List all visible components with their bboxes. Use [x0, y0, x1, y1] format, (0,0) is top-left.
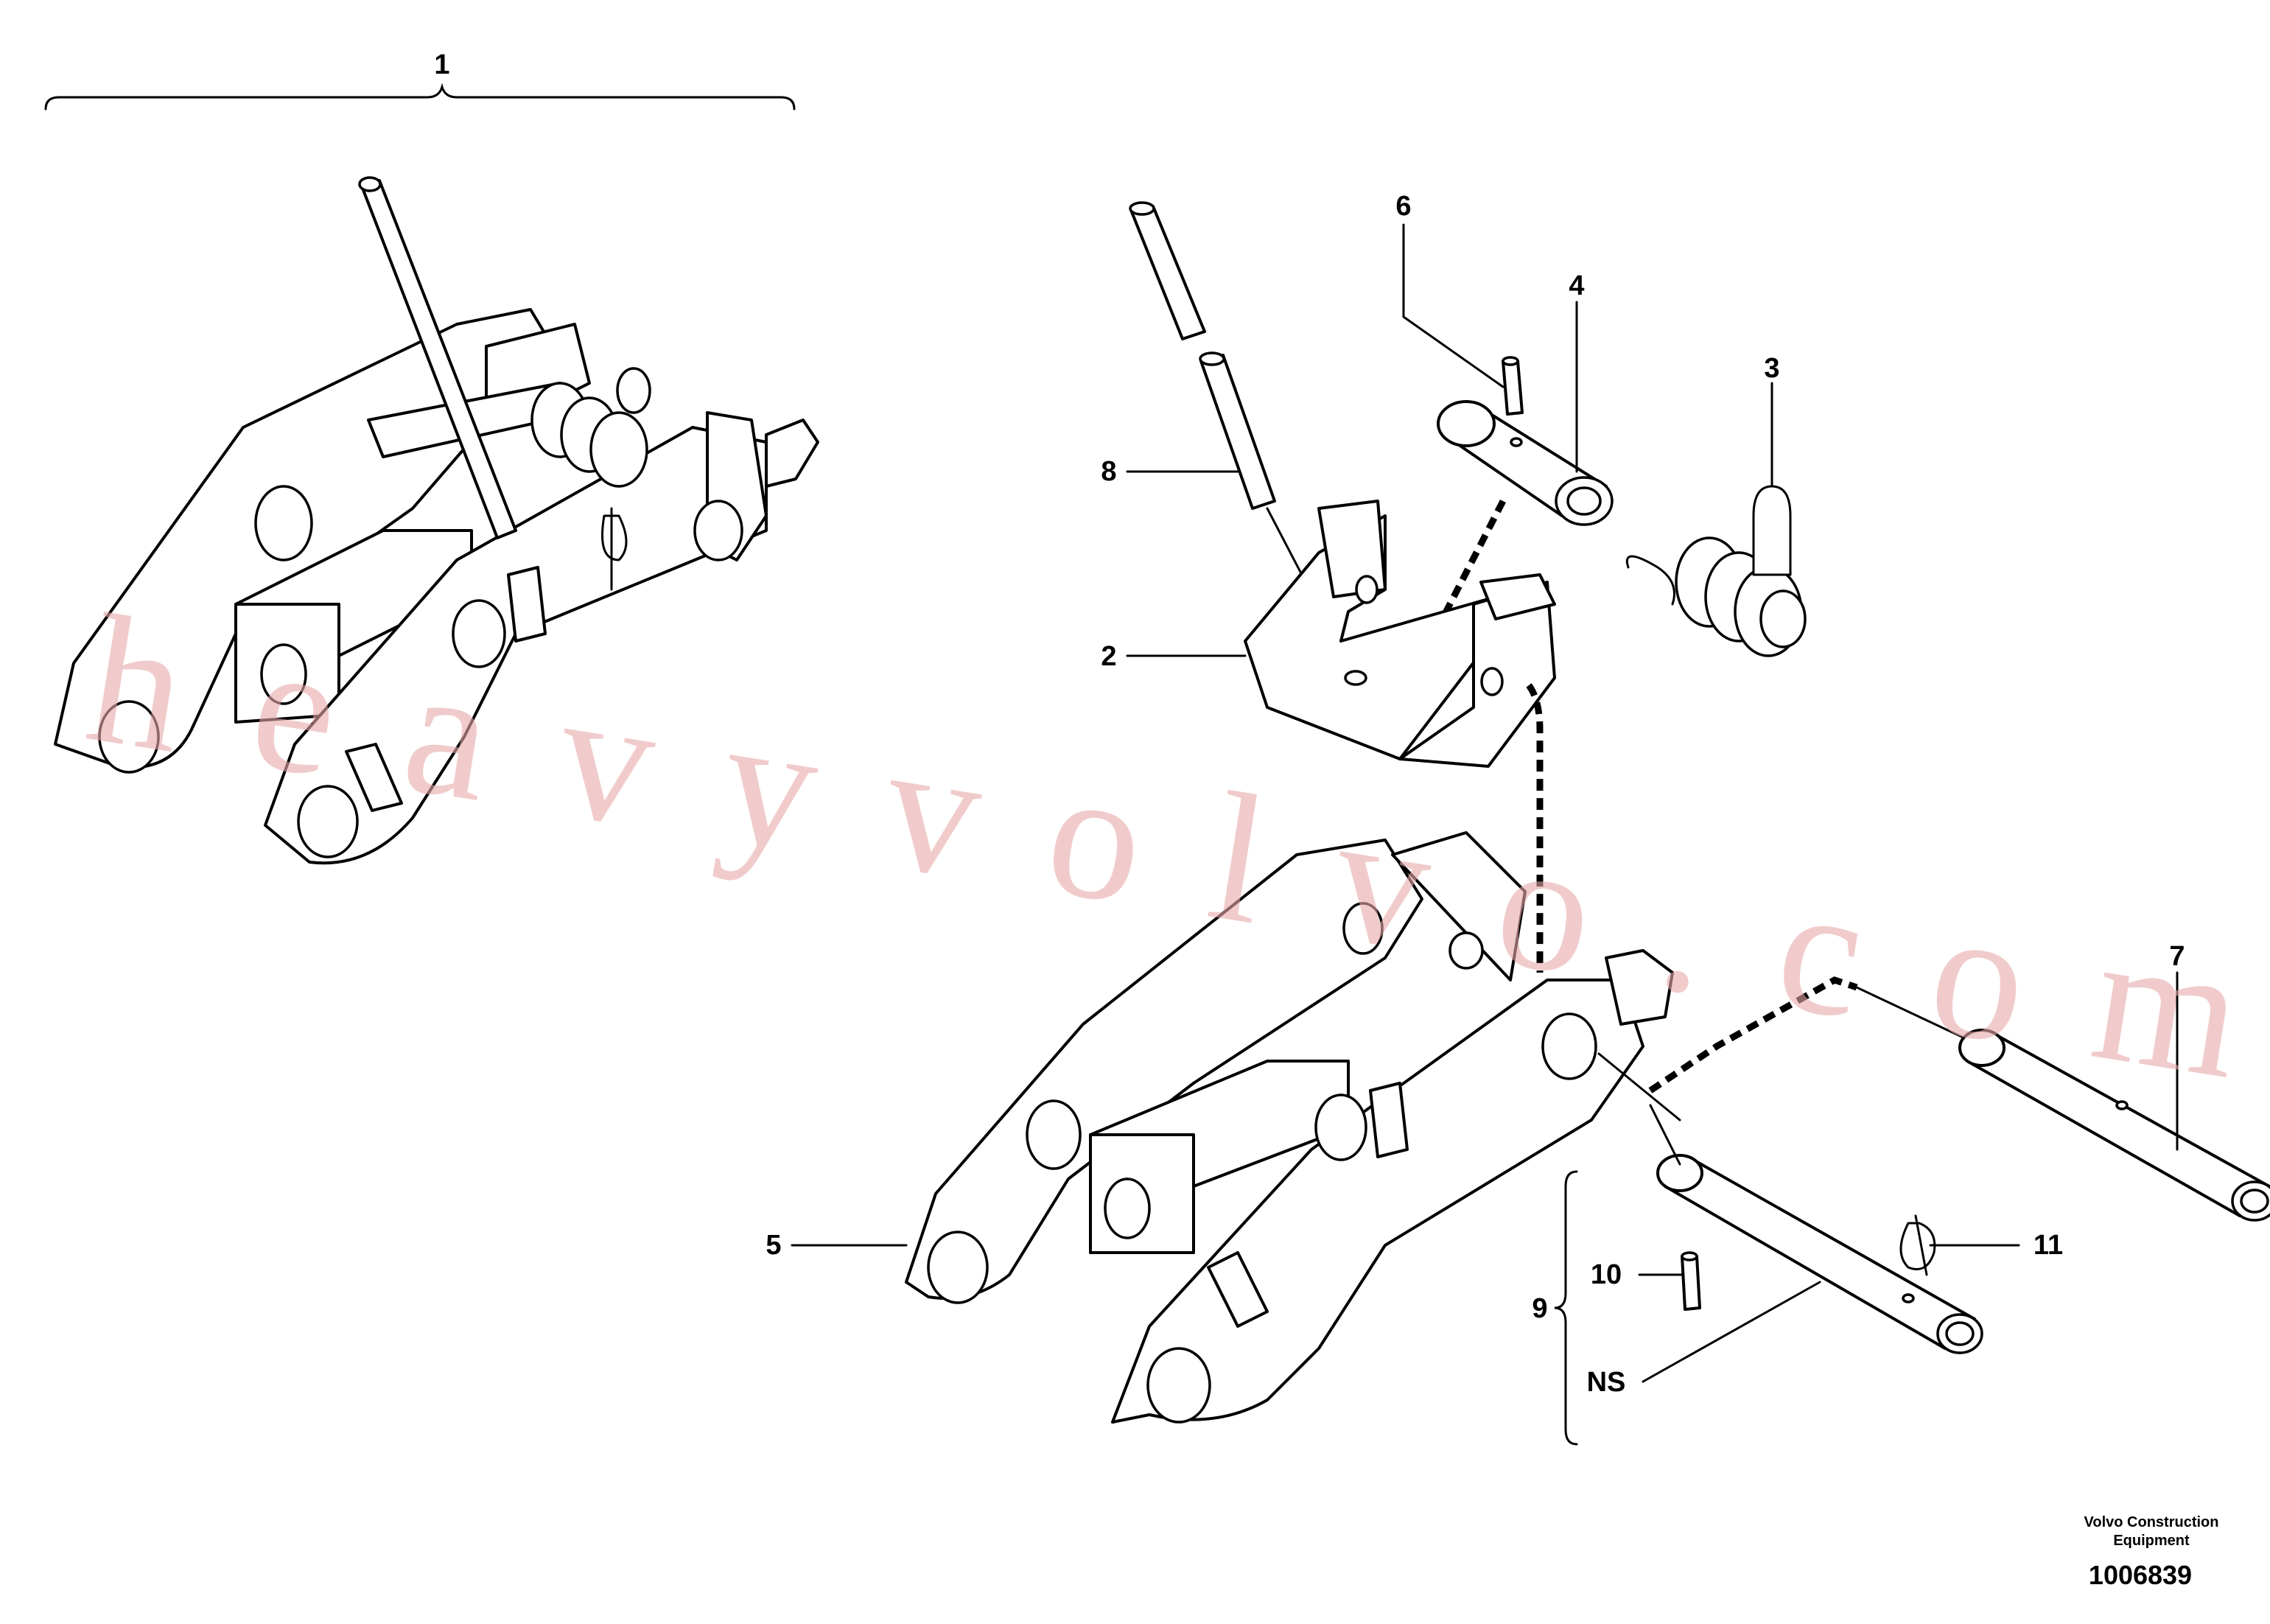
part-7-long-pin: [1958, 1029, 2270, 1222]
callout-6: 6: [1395, 191, 1411, 222]
part-5-coupler-frame: [905, 831, 1674, 1424]
part-9-pin-kit: [1649, 1104, 1983, 1354]
drawing-number: 1006839: [2089, 1560, 2192, 1590]
brace-9: [1554, 1170, 1578, 1446]
callout-8: 8: [1101, 456, 1116, 487]
axis-line-7: [1855, 986, 1983, 1048]
callout-4: 4: [1569, 270, 1584, 301]
callout-11: 11: [2033, 1230, 2063, 1261]
dashed-link-2-5: [1526, 683, 1544, 973]
callout-7: 7: [2169, 941, 2185, 972]
part-3-spring: [1626, 485, 1807, 657]
part-6-roll-pin: [1502, 356, 1524, 416]
assembly-1-brace: [44, 83, 796, 111]
part-2-lock-block: [1244, 500, 1556, 768]
axis-line-5-9: [1597, 1052, 1681, 1121]
callout-3: 3: [1764, 353, 1779, 384]
dashed-link-5-7: [1648, 976, 1858, 1093]
callout-ns: NS: [1587, 1367, 1626, 1398]
part-10-small-pin: [1681, 1251, 1701, 1311]
callout-2: 2: [1101, 641, 1116, 672]
assembly-1-quick-coupler: [54, 176, 819, 865]
leader-ns: [1642, 1281, 1821, 1383]
company-name-line2: Equipment: [2113, 1533, 2190, 1549]
dashed-link-4-2: [1437, 499, 1507, 625]
callout-5: 5: [766, 1230, 781, 1261]
part-11-lynch-pin: [1899, 1214, 1936, 1276]
callout-1: 1: [434, 49, 449, 80]
leader-6: [1402, 223, 1504, 388]
company-name-line1: Volvo Construction: [2084, 1514, 2219, 1530]
part-4-sleeve: [1437, 400, 1614, 526]
callout-9: 9: [1532, 1293, 1547, 1324]
callout-10: 10: [1591, 1259, 1622, 1290]
